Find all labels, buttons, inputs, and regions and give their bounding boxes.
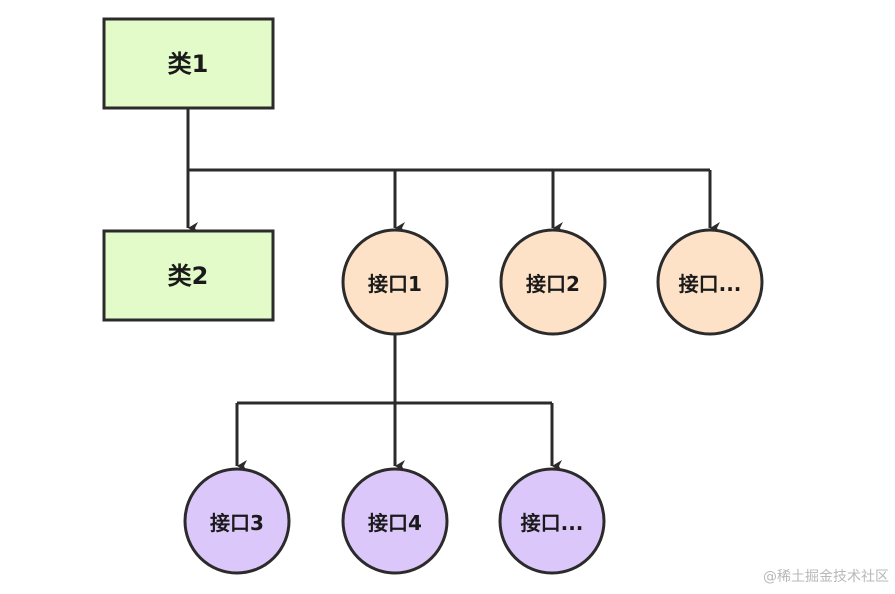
interface-circle-2 [499,228,607,336]
interface-circle-more-a [656,228,764,336]
interface-label-2: 接口2 [526,272,580,296]
interface-circle-4 [341,467,449,575]
interface-label-3: 接口3 [210,511,264,535]
edges-from-if1 [235,334,562,472]
class-node-1: 类1 [102,17,275,110]
interface-circle-more-b [498,467,606,575]
interface-node-1: 接口1 [341,228,449,336]
interface-node-4: 接口4 [341,467,449,575]
interface-circle-3 [183,467,291,575]
class-box-2 [102,229,275,322]
edges-from-class1 [186,108,720,234]
interface-label-more-a: 接口... [679,272,742,296]
interface-label-1: 接口1 [368,272,422,296]
interface-node-more-a: 接口... [656,228,764,336]
interface-circle-1 [341,228,449,336]
watermark: @稀土掘金技术社区 [763,569,889,585]
interface-label-4: 接口4 [368,511,422,535]
class-box-1 [102,17,275,110]
interface-node-2: 接口2 [499,228,607,336]
interface-label-more-b: 接口... [521,511,584,535]
class-label-1: 类1 [168,50,209,78]
class-node-2: 类2 [102,229,275,322]
interface-node-more-b: 接口... [498,467,606,575]
interface-node-3: 接口3 [183,467,291,575]
class-label-2: 类2 [168,262,209,290]
